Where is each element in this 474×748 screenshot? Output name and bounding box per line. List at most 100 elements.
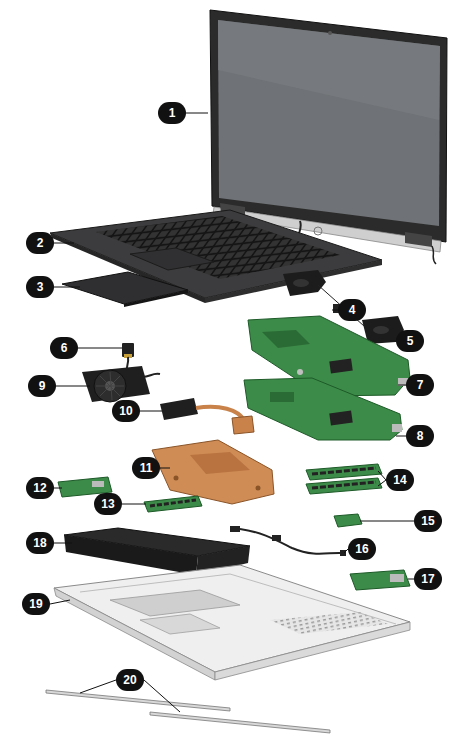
rubber-feet: [46, 690, 330, 733]
bottom-base: [140, 614, 220, 634]
system-board-alt: [392, 424, 402, 432]
touchpad: [124, 290, 188, 307]
callout-number: 18: [26, 532, 54, 554]
memory-module: [144, 496, 202, 512]
callout-number: 7: [406, 374, 434, 396]
leader-lines: [360, 521, 414, 522]
rubber-feet: [46, 690, 230, 711]
thermal-plate: [152, 440, 274, 504]
power-connector-cable: [122, 343, 134, 357]
rubber-feet: [150, 712, 330, 733]
callout-number: 3: [26, 276, 54, 298]
leader-lines: [378, 480, 386, 486]
callout-number: 12: [26, 477, 54, 499]
fan: [82, 366, 150, 402]
top-cover-keyboard: [130, 248, 214, 270]
heat-pipe: [160, 398, 198, 420]
leader-lines: [378, 471, 386, 480]
system-board: [329, 359, 352, 374]
display-assembly: [405, 232, 432, 247]
leader-lines: [160, 468, 170, 469]
callout-number: 15: [414, 510, 442, 532]
memory-modules: [306, 464, 382, 494]
callout-number: 11: [132, 457, 160, 479]
leader-lines: [396, 436, 406, 437]
system-board-alt: [244, 378, 402, 440]
callout-number: 2: [26, 232, 54, 254]
touchpad: [62, 272, 188, 304]
display-assembly: [328, 31, 332, 35]
display-assembly: [432, 246, 436, 264]
cable: [272, 535, 281, 541]
display-assembly: [218, 20, 440, 120]
callout-number: 6: [50, 337, 78, 359]
callout-number: 16: [348, 538, 376, 560]
leader-lines: [186, 113, 208, 114]
io-board: [350, 570, 410, 590]
callout-number: 19: [22, 593, 50, 615]
io-board: [390, 574, 404, 582]
fan: [96, 372, 124, 400]
callout-number: 8: [406, 425, 434, 447]
display-assembly: [314, 227, 322, 235]
thermal-plate: [152, 440, 274, 504]
callout-number: 20: [116, 669, 144, 691]
heat-pipe: [160, 398, 254, 434]
memory-modules: [306, 478, 382, 494]
callout-number: 1: [158, 102, 186, 124]
leader-lines: [144, 680, 180, 712]
system-board-alt: [244, 378, 402, 440]
callout-number: 13: [94, 493, 122, 515]
thermal-plate: [256, 486, 261, 491]
top-cover-keyboard: [50, 210, 382, 303]
thermal-plate: [174, 476, 179, 481]
cable: [340, 550, 346, 556]
leader-lines: [54, 543, 72, 544]
usb-board: [92, 481, 104, 487]
memory-modules: [312, 482, 376, 488]
cable: [230, 526, 240, 532]
leader-lines: [122, 504, 146, 505]
callout-number: 5: [396, 330, 424, 352]
memory-module: [144, 496, 202, 512]
io-board: [350, 570, 410, 590]
speakers: [283, 270, 326, 296]
memory-modules: [306, 464, 382, 480]
leader-lines: [140, 411, 162, 412]
memory-module: [150, 500, 196, 506]
leader-lines: [54, 488, 62, 489]
leader-lines: [398, 385, 406, 386]
fan: [82, 366, 150, 402]
leader-lines: [78, 348, 122, 349]
system-board-alt: [270, 392, 294, 402]
display-assembly: [210, 10, 447, 242]
system-board: [262, 330, 310, 348]
callout-number: 4: [338, 299, 366, 321]
top-cover-keyboard: [96, 216, 340, 279]
leader-lines: [56, 386, 90, 387]
cable: [240, 529, 342, 554]
heat-pipe: [232, 416, 254, 434]
display-assembly: [218, 20, 440, 226]
system-board-alt: [329, 411, 352, 426]
battery: [64, 535, 198, 575]
speakers: [373, 326, 389, 334]
callout-number: 9: [28, 375, 56, 397]
callout-number: 10: [112, 400, 140, 422]
bottom-base: [80, 574, 396, 624]
wlan-module: [334, 514, 362, 527]
wlan-module: [334, 514, 362, 527]
touchpad: [62, 272, 188, 307]
speakers: [293, 279, 309, 287]
callout-number: 14: [386, 469, 414, 491]
thermal-plate: [190, 452, 250, 474]
callout-number: 17: [414, 568, 442, 590]
memory-modules: [312, 468, 376, 474]
leader-lines: [50, 600, 70, 604]
system-board: [297, 369, 303, 375]
bottom-base: [110, 590, 240, 616]
bottom-base: [54, 565, 410, 680]
fan: [94, 370, 126, 402]
